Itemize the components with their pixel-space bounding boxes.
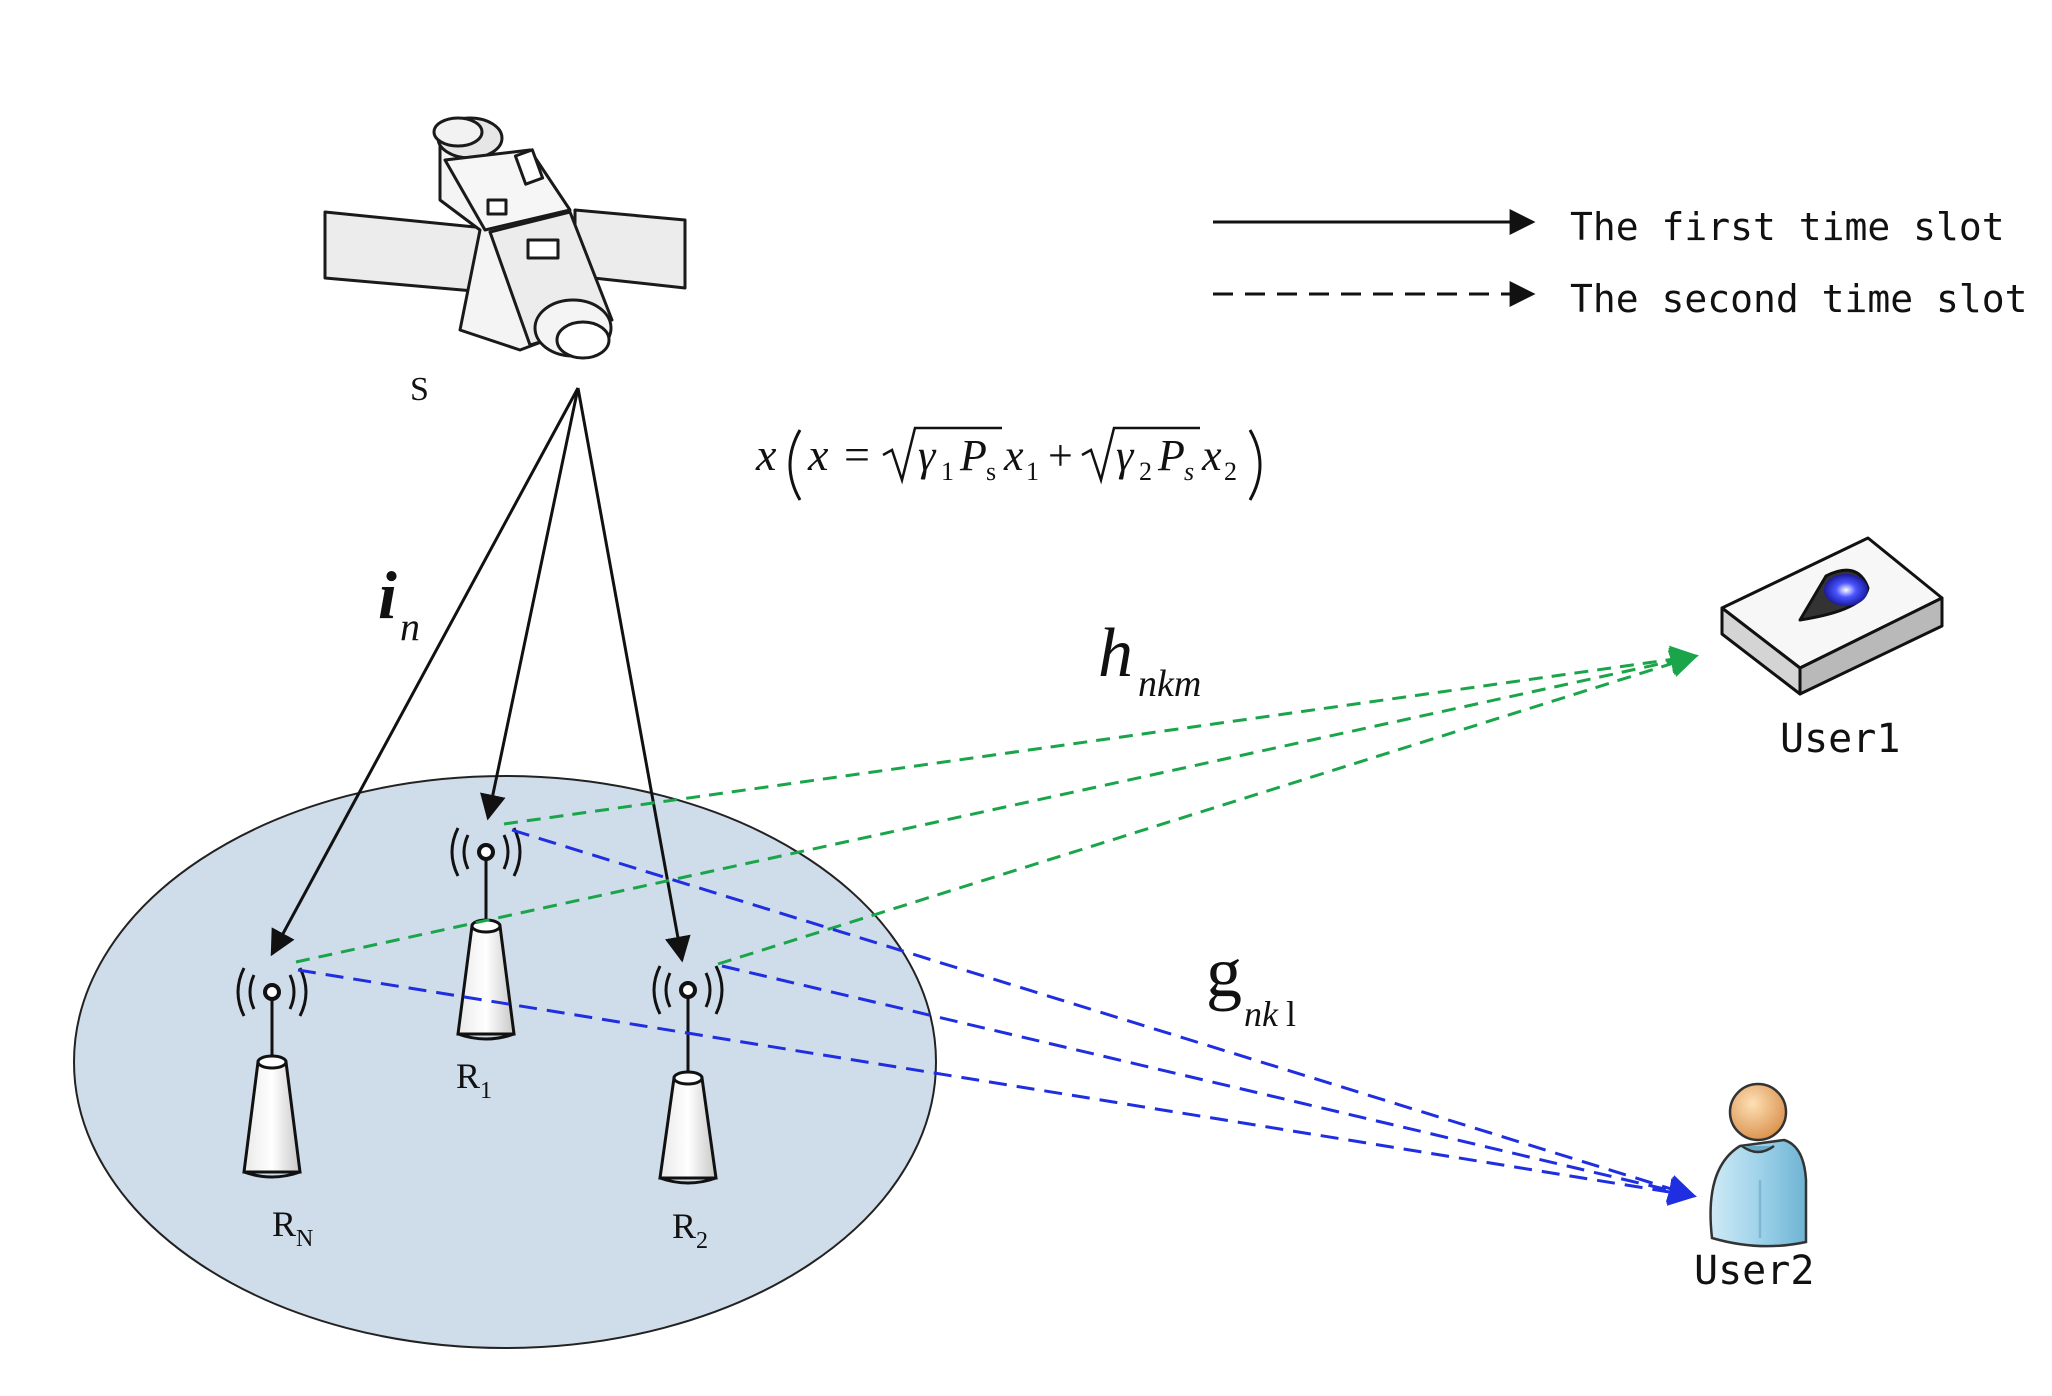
relay-tower-n bbox=[236, 967, 308, 1179]
label-g-nkl-sub: nk bbox=[1244, 994, 1279, 1034]
user1-label: User1 bbox=[1780, 716, 1900, 762]
formula-x1: x bbox=[1003, 431, 1024, 480]
formula-P1: P bbox=[959, 431, 987, 480]
link-s-to-rn bbox=[270, 387, 580, 957]
legend-solid-label: The first time slot bbox=[1570, 205, 2005, 249]
formula-gamma2-sub: 2 bbox=[1139, 457, 1152, 486]
relay-2-label-sub: 2 bbox=[696, 1228, 708, 1254]
second-slot-links-user2 bbox=[297, 828, 1697, 1206]
signal-formula: x x = γ 1 P s x 1 + γ 2 P s x 2 bbox=[755, 426, 1262, 501]
user2-label: User2 bbox=[1694, 1248, 1814, 1294]
first-slot-links bbox=[270, 387, 691, 963]
formula-P2: P bbox=[1157, 431, 1185, 480]
formula-equals: = bbox=[844, 429, 870, 480]
label-g-nkl-sub2: l bbox=[1286, 994, 1296, 1034]
link-s-to-r1 bbox=[480, 387, 580, 821]
relay-n-label: R bbox=[272, 1204, 296, 1244]
formula-sqrt-1 bbox=[882, 426, 1002, 485]
relay-1-label-sub: 1 bbox=[480, 1078, 492, 1104]
formula-x2-sub: 2 bbox=[1224, 457, 1237, 486]
relay-1-label: R bbox=[456, 1056, 480, 1096]
link-rn-to-user2 bbox=[297, 968, 1697, 1206]
formula-P1-sub: s bbox=[986, 457, 996, 486]
link-r2-to-user1 bbox=[717, 650, 1699, 966]
legend: The first time slot The second time slot bbox=[1213, 205, 2028, 321]
formula-plus: + bbox=[1048, 431, 1073, 480]
legend-dashed-label: The second time slot bbox=[1570, 277, 2028, 321]
formula-right-paren bbox=[1248, 429, 1262, 501]
formula-gamma1-sub: 1 bbox=[941, 457, 954, 486]
link-r1-to-user1 bbox=[503, 645, 1699, 826]
formula-sqrt-2 bbox=[1081, 426, 1200, 485]
second-slot-links-user1 bbox=[295, 645, 1699, 966]
link-r1-to-user2 bbox=[511, 828, 1697, 1202]
formula-gamma1: γ bbox=[918, 431, 937, 480]
link-rn-to-user1 bbox=[295, 647, 1699, 964]
cell-coverage-area bbox=[73, 775, 937, 1349]
formula-gamma2: γ bbox=[1116, 431, 1135, 480]
user1-device-icon bbox=[1720, 536, 1944, 696]
formula-x2: x bbox=[1201, 431, 1222, 480]
formula-x: x bbox=[755, 429, 777, 480]
relay-n-label-sub: N bbox=[296, 1226, 313, 1252]
label-h-nkm-sub: nkm bbox=[1138, 663, 1201, 705]
label-g-nkl: g bbox=[1206, 932, 1242, 1012]
satellite-icon bbox=[323, 116, 687, 360]
formula-x1-sub: 1 bbox=[1026, 457, 1039, 486]
relay-tower-1 bbox=[450, 827, 522, 1041]
antenna-signal-icon bbox=[450, 827, 522, 926]
formula-left-paren bbox=[788, 429, 802, 501]
antenna-signal-icon bbox=[652, 965, 724, 1078]
relay-tower-2 bbox=[652, 965, 724, 1185]
antenna-signal-icon bbox=[236, 967, 308, 1062]
formula-x-inner: x bbox=[807, 429, 829, 480]
user2-person-icon bbox=[1709, 1082, 1808, 1248]
formula-P2-sub: s bbox=[1184, 457, 1194, 486]
label-h-nkm: h bbox=[1098, 615, 1133, 692]
link-s-to-r2 bbox=[576, 387, 691, 963]
label-i-n-sub: n bbox=[400, 604, 420, 649]
label-i-n: i bbox=[378, 557, 397, 633]
relay-2-label: R bbox=[672, 1206, 696, 1246]
satellite-label: S bbox=[410, 371, 429, 408]
